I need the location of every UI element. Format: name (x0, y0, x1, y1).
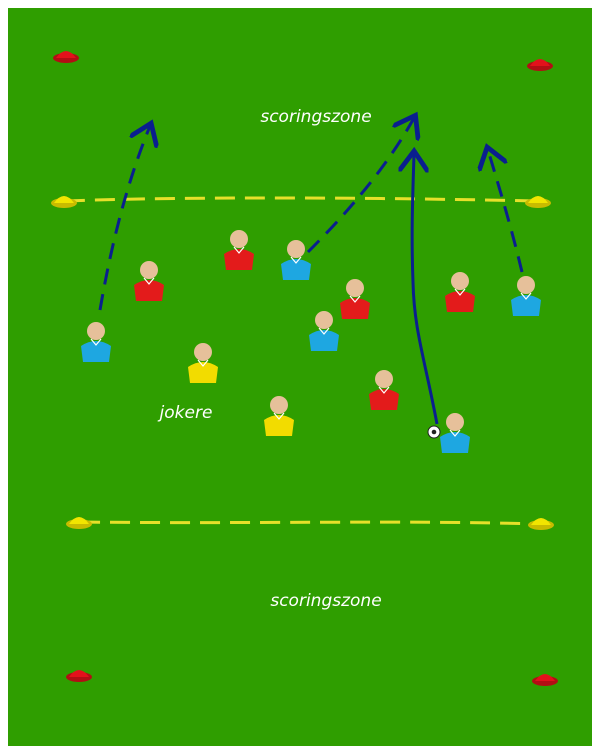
run-arrow-center (306, 118, 414, 254)
player-blue (511, 276, 541, 316)
player-joker (264, 396, 294, 436)
run-arrow-left (98, 126, 150, 311)
jokers-label: jokere (159, 403, 213, 423)
player-red (134, 261, 164, 301)
run-arrow-right (488, 150, 524, 273)
player-blue (81, 322, 111, 362)
pitch-surface (8, 8, 592, 746)
cone-red-top-left (53, 51, 79, 63)
player-blue (281, 240, 311, 280)
player-red (340, 279, 370, 319)
ball-icon (427, 425, 441, 439)
player-red (369, 370, 399, 410)
dribble-arrow (412, 154, 439, 425)
cone-yellow-bottom-right (528, 518, 554, 530)
cone-yellow-top-left (51, 196, 77, 208)
player-blue (309, 311, 339, 351)
player-joker (188, 343, 218, 383)
cone-yellow-bottom-left (66, 517, 92, 529)
cone-red-top-right (527, 59, 553, 71)
cone-yellow-top-right (525, 196, 551, 208)
bottom-zone-line (79, 520, 541, 526)
player-red (445, 272, 475, 312)
player-red (224, 230, 254, 270)
top-scoring-zone-label: scoringszone (260, 107, 372, 127)
cone-red-bottom-right (532, 674, 558, 686)
bottom-scoring-zone-label: scoringszone (270, 591, 382, 611)
player-blue-with-ball (440, 413, 470, 453)
cone-red-bottom-left (66, 670, 92, 682)
